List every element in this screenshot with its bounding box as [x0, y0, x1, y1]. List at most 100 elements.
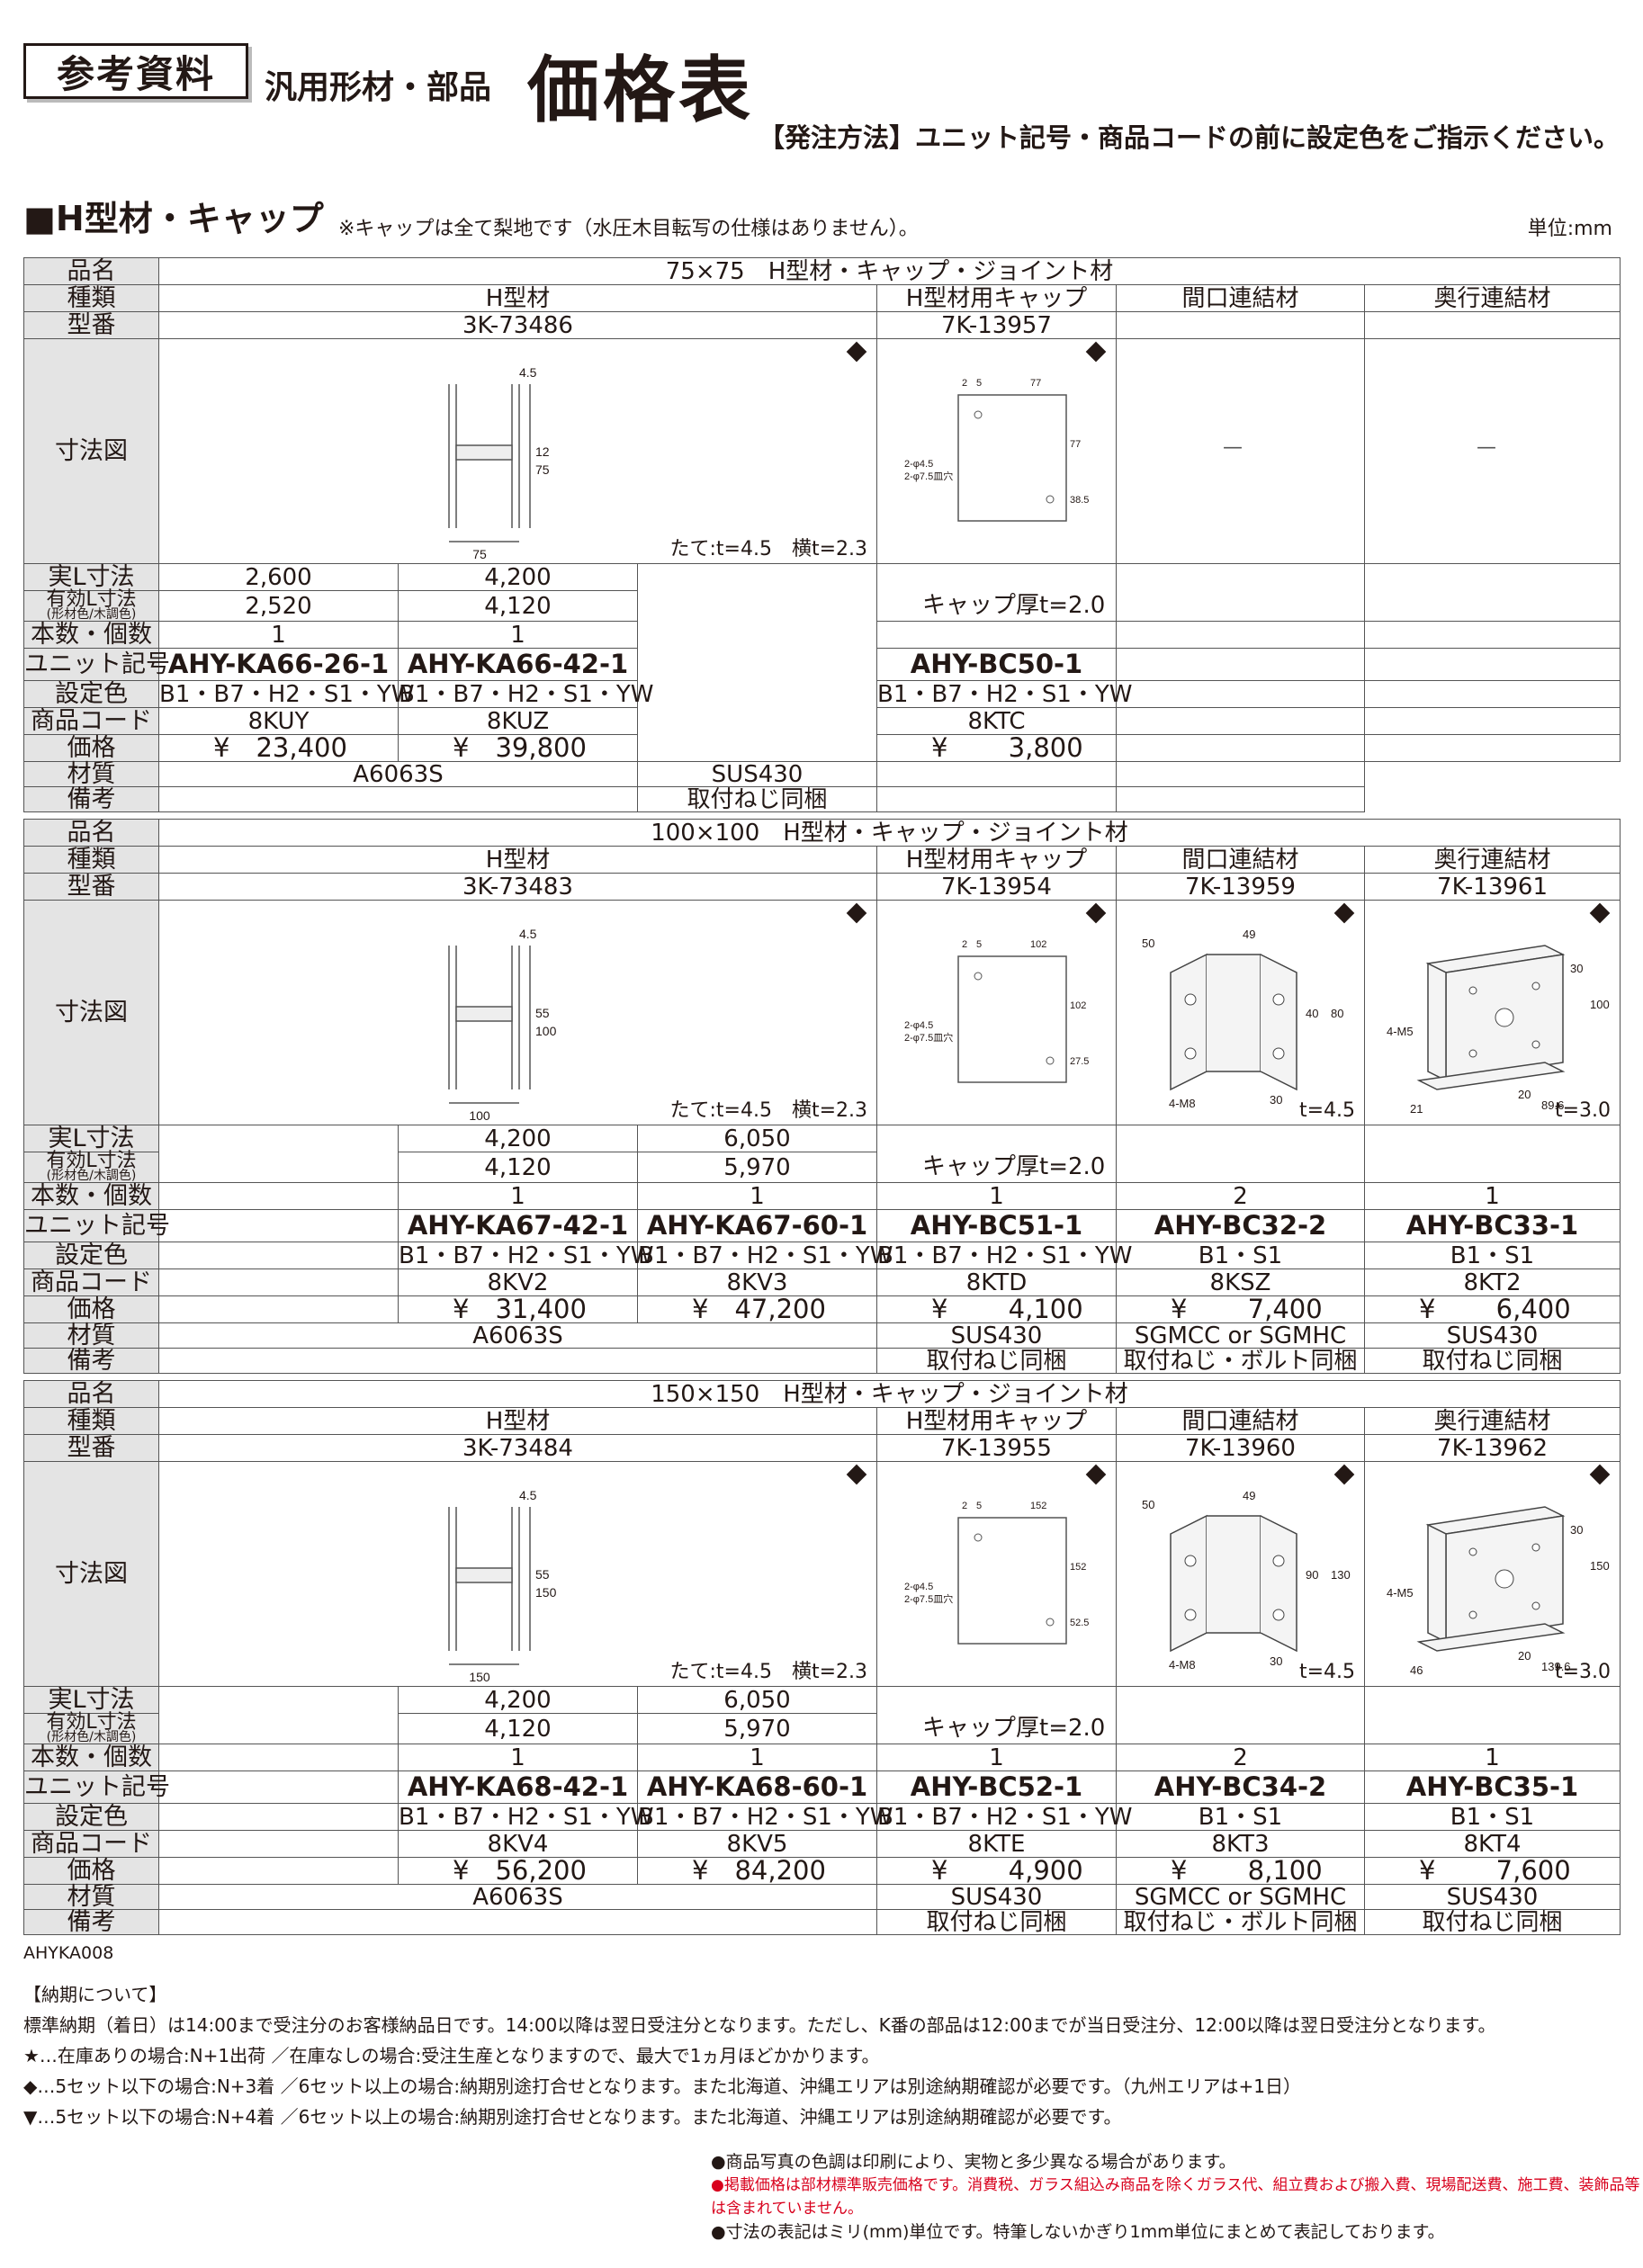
length-empty	[1363, 563, 1621, 622]
product-code-value: 8KTC	[876, 707, 1117, 735]
dimension-label: 77	[1070, 439, 1081, 450]
label-eff-length-sub: (形材色/木調色)	[46, 607, 137, 623]
quantity-value: 1	[637, 1182, 877, 1210]
quantity-value: 1	[876, 1182, 1117, 1210]
kind-front-joint: 間口連結材	[1116, 846, 1365, 874]
product-name: 75×75 H型材・キャップ・ジョイント材	[157, 257, 1621, 285]
dimension-label: 75	[535, 462, 550, 477]
dimension-label: 89.6	[1541, 1098, 1564, 1112]
h-thickness-note: たて:t=4.5 横t=2.3	[669, 1661, 867, 1683]
material-value: SGMCC or SGMHC	[1116, 1322, 1365, 1349]
dimension-label: 30	[1270, 1093, 1282, 1107]
kind-depth-joint: 奥行連結材	[1363, 284, 1621, 312]
dimension-label: 20	[1518, 1088, 1531, 1101]
length-empty	[1116, 1686, 1365, 1744]
empty-cell	[158, 1744, 399, 1771]
price-value: ¥ 47,200	[637, 1295, 877, 1323]
eff-length-value: 4,120	[398, 1713, 638, 1744]
label-figure: 寸法図	[23, 338, 159, 564]
product-code-value: 8KV2	[398, 1268, 638, 1296]
dimension-label: 40	[1306, 1007, 1318, 1020]
length-empty	[1363, 1686, 1621, 1744]
label-figure: 寸法図	[23, 1461, 159, 1687]
kind-h-profile: H型材	[158, 284, 877, 312]
product-code-value: 8KT3	[1116, 1830, 1365, 1858]
unit-code-value: AHY-BC50-1	[876, 648, 1117, 681]
dimension-label: 55	[535, 1006, 550, 1020]
product-code-value: 8KT2	[1363, 1268, 1621, 1296]
quantity-value: 1	[398, 1182, 638, 1210]
length-value: 4,200	[398, 1125, 638, 1152]
cap-thickness-note: キャップ厚t=2.0	[876, 1125, 1117, 1183]
dimension-label: 4-M5	[1387, 1586, 1414, 1600]
label-model: 型番	[23, 873, 159, 901]
material-value: A6063S	[158, 761, 638, 787]
quantity-value	[876, 621, 1117, 649]
dimension-label: 5	[976, 1501, 982, 1511]
label-material: 材質	[23, 1884, 159, 1910]
price-value: ¥ 23,400	[158, 734, 399, 762]
model-cap: 7K-13955	[876, 1434, 1117, 1462]
dimension-label: 49	[1243, 1489, 1255, 1502]
dimension-label: 46	[1410, 1663, 1423, 1677]
product-code-value: 8KT4	[1363, 1830, 1621, 1858]
material-value: A6063S	[158, 1322, 877, 1349]
quantity-value: 1	[398, 621, 638, 649]
label-eff-length-sub: (形材色/木調色)	[46, 1730, 137, 1745]
color-value: B1・B7・H2・S1・YW	[398, 1803, 654, 1831]
order-note: 【発注方法】ユニット記号・商品コードの前に設定色をご指示ください。	[758, 122, 1620, 153]
label-kind: 種類	[23, 1407, 159, 1435]
delivery-line: ◆…5セット以下の場合:N+3着 ／6セット以上の場合:納期別途打合せとなります…	[23, 2075, 1301, 2097]
label-remarks: 備考	[23, 1909, 159, 1935]
empty-dash: —	[1477, 436, 1496, 459]
label-product-code: 商品コード	[23, 1268, 159, 1296]
color-value: B1・B7・H2・S1・YW	[398, 1242, 654, 1269]
dimension-label: 4.5	[519, 1488, 537, 1502]
color-value	[1363, 680, 1621, 708]
price-value: ¥ 4,100	[876, 1295, 1117, 1323]
empty-cell	[158, 1770, 399, 1804]
product-code-value: 8KV4	[398, 1830, 638, 1858]
material-value: SUS430	[1363, 1322, 1621, 1349]
model-h-profile: 3K-73486	[158, 311, 877, 339]
label-price: 価格	[23, 734, 159, 762]
unit-code-value: AHY-BC32-2	[1116, 1209, 1365, 1242]
product-name: 100×100 H型材・キャップ・ジョイント材	[157, 819, 1621, 847]
quantity-value: 1	[876, 1744, 1117, 1771]
dimension-label: 49	[1243, 928, 1255, 941]
length-empty	[158, 1686, 399, 1744]
remarks-value: 取付ねじ同梱	[1363, 1909, 1621, 1935]
dimension-label: 150	[469, 1670, 490, 1684]
color-value: B1・S1	[1116, 1803, 1365, 1831]
product-code-value: 8KUY	[158, 707, 399, 735]
model-front-joint	[1116, 311, 1365, 339]
dimension-label: 4.5	[519, 365, 537, 380]
label-eff-length: 有効L寸法(形材色/木調色)	[23, 590, 159, 623]
eff-length-value: 5,970	[637, 1713, 877, 1744]
note-line: ●寸法の表記はミリ(mm)単位です。特筆しないかぎり1mm単位にまとめて表記して…	[711, 2222, 1445, 2242]
dimension-label: 100	[1590, 998, 1610, 1011]
unit-code-value: AHY-BC52-1	[876, 1770, 1117, 1804]
price-value: ¥ 31,400	[398, 1295, 638, 1323]
length-value: 4,200	[398, 563, 638, 591]
h-thickness-note: たて:t=4.5 横t=2.3	[669, 1099, 867, 1122]
material-value	[876, 761, 1117, 787]
label-kind: 種類	[23, 284, 159, 312]
material-value: SUS430	[637, 761, 877, 787]
color-value: B1・S1	[1363, 1803, 1621, 1831]
label-unit-code: ユニット記号	[23, 1770, 170, 1804]
color-value: B1・B7・H2・S1・YW	[876, 680, 1133, 708]
dimension-label: 152	[1030, 1501, 1046, 1511]
label-length: 実L寸法	[23, 1125, 159, 1152]
dimension-label: 2-φ7.5皿穴	[904, 1031, 953, 1044]
model-cap: 7K-13957	[876, 311, 1117, 339]
